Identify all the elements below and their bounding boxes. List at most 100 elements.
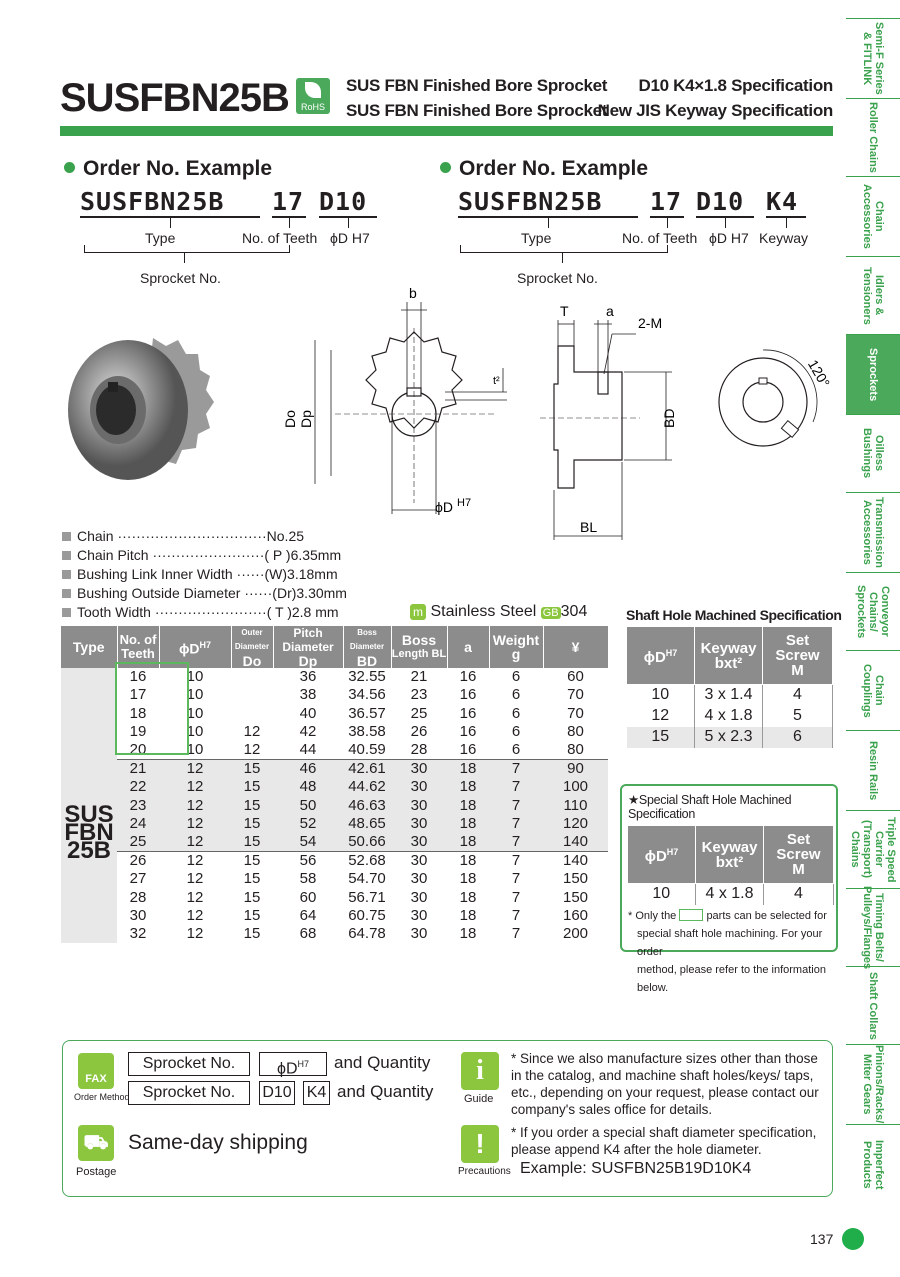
side-tab[interactable]: Chain Couplings: [846, 650, 900, 730]
table-cell: 27: [129, 870, 147, 888]
table-cell: 7: [489, 814, 543, 834]
table-cell: 32: [129, 925, 147, 943]
table-cell: 15: [243, 925, 261, 943]
table-cell: 160: [562, 906, 589, 924]
guide-label: Guide: [464, 1093, 494, 1105]
table-cell: 24: [117, 814, 159, 834]
table-cell: 12: [243, 741, 261, 759]
table-cell: 100: [543, 778, 608, 797]
table-cell: 30: [129, 906, 147, 924]
svg-text:BL: BL: [580, 519, 597, 535]
table-cell: 80: [567, 741, 584, 759]
label-teeth-2: No. of Teeth: [622, 230, 698, 246]
subtitle-1: SUS FBN Finished Bore Sprocket: [346, 76, 608, 95]
table-cell: 10: [186, 723, 204, 741]
table-cell: 30: [410, 870, 428, 888]
table-cell: 12: [186, 888, 204, 906]
spec-list: Chain ································No…: [62, 527, 347, 622]
table-cell: 40.59: [348, 741, 386, 759]
table-cell: 15: [243, 888, 261, 906]
table-cell: 7: [511, 870, 521, 888]
side-tab[interactable]: Pinions/Racks/ Miter Gears: [846, 1044, 900, 1124]
table-cell: 6: [511, 686, 521, 704]
side-tab[interactable]: Idlers & Tensioners: [846, 256, 900, 334]
side-tab[interactable]: Conveyor Chains/ Sprockets: [846, 572, 900, 650]
svg-text:T: T: [560, 303, 569, 319]
example-text: Example: SUSFBN25B19D10K4: [520, 1160, 752, 1177]
table-cell: 7: [489, 759, 543, 779]
side-tab[interactable]: Shaft Collars: [846, 966, 900, 1044]
table-cell: 60: [299, 888, 317, 906]
table-cell: 12: [186, 852, 204, 870]
table-cell: 60: [567, 668, 584, 686]
table-cell: [231, 668, 273, 686]
fax-icon: FAX: [78, 1053, 114, 1089]
table-cell: 56: [299, 852, 317, 870]
table-cell: 25: [410, 704, 428, 722]
table-cell: [231, 705, 273, 723]
table-cell: 21: [410, 668, 428, 686]
table-cell: 16: [459, 741, 477, 759]
table-cell: 17: [129, 686, 147, 704]
svg-text:t²: t²: [493, 375, 500, 387]
sprocket-photo: [68, 338, 214, 480]
table-cell: 15: [231, 796, 273, 815]
svg-text:b: b: [409, 288, 417, 301]
label-teeth: No. of Teeth: [242, 230, 318, 246]
table-cell: 23: [117, 796, 159, 815]
table-cell: 18: [459, 925, 477, 943]
table-cell: 15: [231, 778, 273, 797]
side-tab[interactable]: Chain Accessories: [846, 176, 900, 256]
side-tab[interactable]: Oilless Bushings: [846, 414, 900, 492]
table-cell: 46.63: [343, 796, 391, 815]
label-type-2: Type: [521, 230, 552, 246]
order-code-2: SUSFBN25B: [458, 187, 603, 216]
table-cell: 18: [447, 833, 489, 852]
side-tab[interactable]: Timing Belts/ Pulleys/Flanges: [846, 886, 900, 969]
side-tab[interactable]: Roller Chains: [846, 98, 900, 176]
side-tab[interactable]: Sprockets: [846, 334, 900, 414]
table-cell: 12: [243, 723, 261, 741]
table-cell: 7: [511, 925, 521, 943]
table-cell: 19: [129, 723, 147, 741]
phi-d-box: ϕDH7: [259, 1052, 327, 1077]
spec-2: New JIS Keyway Specification: [597, 101, 834, 120]
side-tab[interactable]: Triple Speed Carrier (Transport) Chains: [846, 810, 900, 888]
table-cell: 30: [391, 759, 447, 779]
table-cell: 12: [159, 778, 231, 797]
side-tab[interactable]: Transmission Accessories: [846, 492, 900, 572]
table-cell: 7: [489, 833, 543, 852]
table-cell: 12: [186, 870, 204, 888]
table-cell: 30: [391, 833, 447, 852]
side-tab[interactable]: Imperfect Products: [846, 1124, 900, 1204]
svg-text:Do: Do: [282, 410, 298, 428]
table-cell: 12: [159, 796, 231, 815]
table-cell: 68: [299, 925, 317, 943]
svg-text:a: a: [606, 303, 614, 319]
label-type: Type: [145, 230, 176, 246]
col-a: a: [447, 626, 490, 668]
side-tab[interactable]: Semi-F Series & FITLINK: [846, 18, 900, 98]
table-cell: 30: [391, 796, 447, 815]
table-cell: 54: [273, 833, 343, 852]
front-view-drawing: b t² Do Dp ϕD H7: [282, 288, 507, 515]
table-cell: 30: [410, 852, 428, 870]
hub-end-view: 120°: [718, 349, 833, 447]
order-method-label: Order Method: [74, 1092, 130, 1102]
table-cell: 60.75: [348, 906, 386, 924]
subtitle-2: SUS FBN Finished Bore Sprocket: [346, 101, 608, 120]
table-cell: 42.61: [343, 759, 391, 779]
table-cell: 54.70: [348, 870, 386, 888]
rohs-icon: RoHS: [296, 78, 330, 114]
table-cell: 18: [129, 704, 147, 722]
table-cell: 34.56: [348, 686, 386, 704]
side-tab[interactable]: Resin Rails: [846, 730, 900, 810]
